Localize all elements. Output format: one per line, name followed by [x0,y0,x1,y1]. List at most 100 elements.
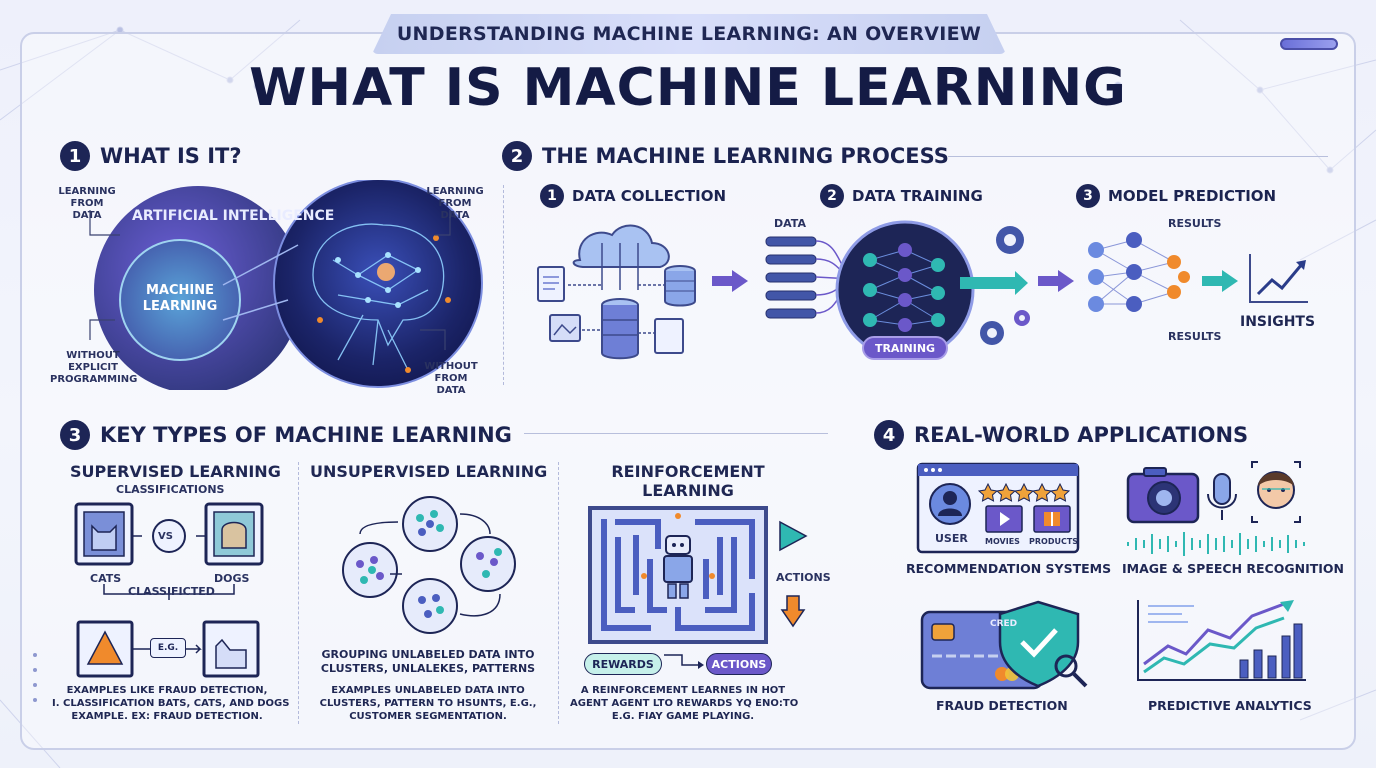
clustering-illustration [342,496,516,634]
results-top-label: RESULTS [1168,217,1222,230]
data-label: DATA [774,217,806,230]
desc-line: I. CLASSIFICATION BATS, CATS, AND DOGS [52,698,290,709]
actions-side-label: ACTIONS [776,571,831,584]
card-text: CRED [990,619,1018,629]
recommendation-caption: RECOMMENDATION SYSTEMS [906,561,1112,576]
magnifier-icon [1054,654,1088,688]
predictive-chart-illustration [1137,600,1306,681]
warning-icon [86,630,124,665]
divider [503,185,504,385]
step-label: MODEL PREDICTION [1108,187,1277,205]
document-icon [537,266,565,302]
supervised-title: SUPERVISED LEARNING [70,462,281,481]
caption-line: CLUSTERS, UNLALEKES, PATTERNS [320,662,536,675]
step-number: 3 [1076,184,1100,208]
server-icon [601,298,639,360]
loop-arrow [664,654,704,669]
insights-label: INSIGHTS [1240,314,1316,330]
gear-icon [1014,310,1030,326]
gear-icon [980,321,1004,345]
section-number: 1 [60,141,90,171]
section-number: 4 [874,420,904,450]
camera-icon [1126,467,1200,524]
section-process-header: 2 THE MACHINE LEARNING PROCESS [502,141,949,171]
step-data-collection: 1 DATA COLLECTION [540,184,726,208]
image-speech-illustration [1126,461,1305,556]
cat-icon [91,524,117,551]
callout-leaders [89,210,451,350]
database-icon [664,265,696,307]
arrow-icon [1038,270,1074,292]
classified-label: CLASSIFICTED [128,585,215,598]
step-number: 1 [540,184,564,208]
unsupervised-caption: GROUPING UNLABELED DATA INTO CLUSTERS, U… [316,648,540,676]
robot-icon [663,535,693,599]
prediction-network [1088,232,1190,312]
rewards-badge: REWARDS [584,653,662,675]
section-what-is-it-header: 1 WHAT IS IT? [60,141,242,171]
desc-line: E.G. FIAY GAME PLAYING. [611,711,755,722]
title-line: REINFORCEMENT [611,462,765,481]
vs-label: VS [158,531,173,542]
section-title: KEY TYPES OF MACHINE LEARNING [100,423,512,447]
star-rating-icons [977,482,1071,502]
subtitle-banner: UNDERSTANDING MACHINE LEARNING: AN OVERV… [372,14,1006,54]
side-dots [33,653,37,702]
soundwave-icon [1127,532,1305,556]
unsupervised-desc: EXAMPLES UNLABELED DATA INTO CLUSTERS, P… [316,684,540,723]
results-bottom-label: RESULTS [1168,330,1222,343]
caption-line: GROUPING UNLABELED DATA INTO [321,648,535,661]
training-badge: TRAINING [862,336,948,360]
play-flag-icon [779,520,808,552]
section-applications-header: 4 REAL-WORLD APPLICATIONS [874,420,1248,450]
section-types-header: 3 KEY TYPES OF MACHINE LEARNING [60,420,512,450]
arrow-icon [960,271,1028,295]
step-data-training: 2 DATA TRAINING [820,184,983,208]
title-line: LEARNING [642,481,734,500]
callout-top-right: LEARNING FROM DATA [426,186,484,221]
supervised-illustration [74,502,264,678]
user-label: USER [935,532,968,545]
callout-bottom-right: WITHOUT FROM DATA [424,361,478,396]
predictive-caption: PREDICTIVE ANALYTICS [1148,698,1312,713]
header-rule [524,433,828,434]
step-label: DATA TRAINING [852,187,983,205]
actions-badge: ACTIONS [706,653,772,675]
desc-line: A REINFORCEMENT LEARNES IN HOT [580,685,786,696]
ai-ml-venn-diagram [94,180,483,390]
section-number: 3 [60,420,90,450]
toggle-switch[interactable] [1280,38,1338,50]
divider [558,462,559,724]
face-scan-icon [1251,461,1301,523]
classifications-label: CLASSIFICATIONS [116,483,225,496]
trend-chart-icon [1249,254,1308,303]
speech-caption: IMAGE & SPEECH RECOGNITION [1122,561,1344,576]
unsupervised-title: UNSUPERVISED LEARNING [310,462,548,481]
fraud-illustration [920,600,1088,690]
dog-icon [215,638,247,669]
cats-label: CATS [90,572,122,585]
dogs-label: DOGS [214,572,250,585]
desc-line: CUSTOMER SEGMENTATION. [349,711,507,722]
reinforcement-title: REINFORCEMENT LEARNING [590,462,786,500]
callout-top-left: LEARNING FROM DATA [58,186,116,221]
header-rule [948,156,1328,157]
arrow-icon [1202,270,1238,292]
divider [298,462,299,724]
data-collection-illustration [537,224,696,360]
products-label: PRODUCTS [1029,537,1079,546]
section-title: REAL-WORLD APPLICATIONS [914,423,1249,447]
supervised-desc: EXAMPLES LIKE FRAUD DETECTION, I. CLASSI… [52,684,290,723]
maze-illustration [588,506,768,644]
section-title: THE MACHINE LEARNING PROCESS [542,144,949,168]
arrow-icon [712,270,748,292]
file-icon [654,318,684,354]
ml-label: MACHINE LEARNING [142,283,218,314]
step-number: 2 [820,184,844,208]
movies-label: MOVIES [985,537,1020,546]
shield-check-icon [998,600,1080,688]
section-title: WHAT IS IT? [100,144,242,168]
dog-icon [221,521,247,549]
desc-line: EXAMPLES LIKE FRAUD DETECTION, [66,685,268,696]
